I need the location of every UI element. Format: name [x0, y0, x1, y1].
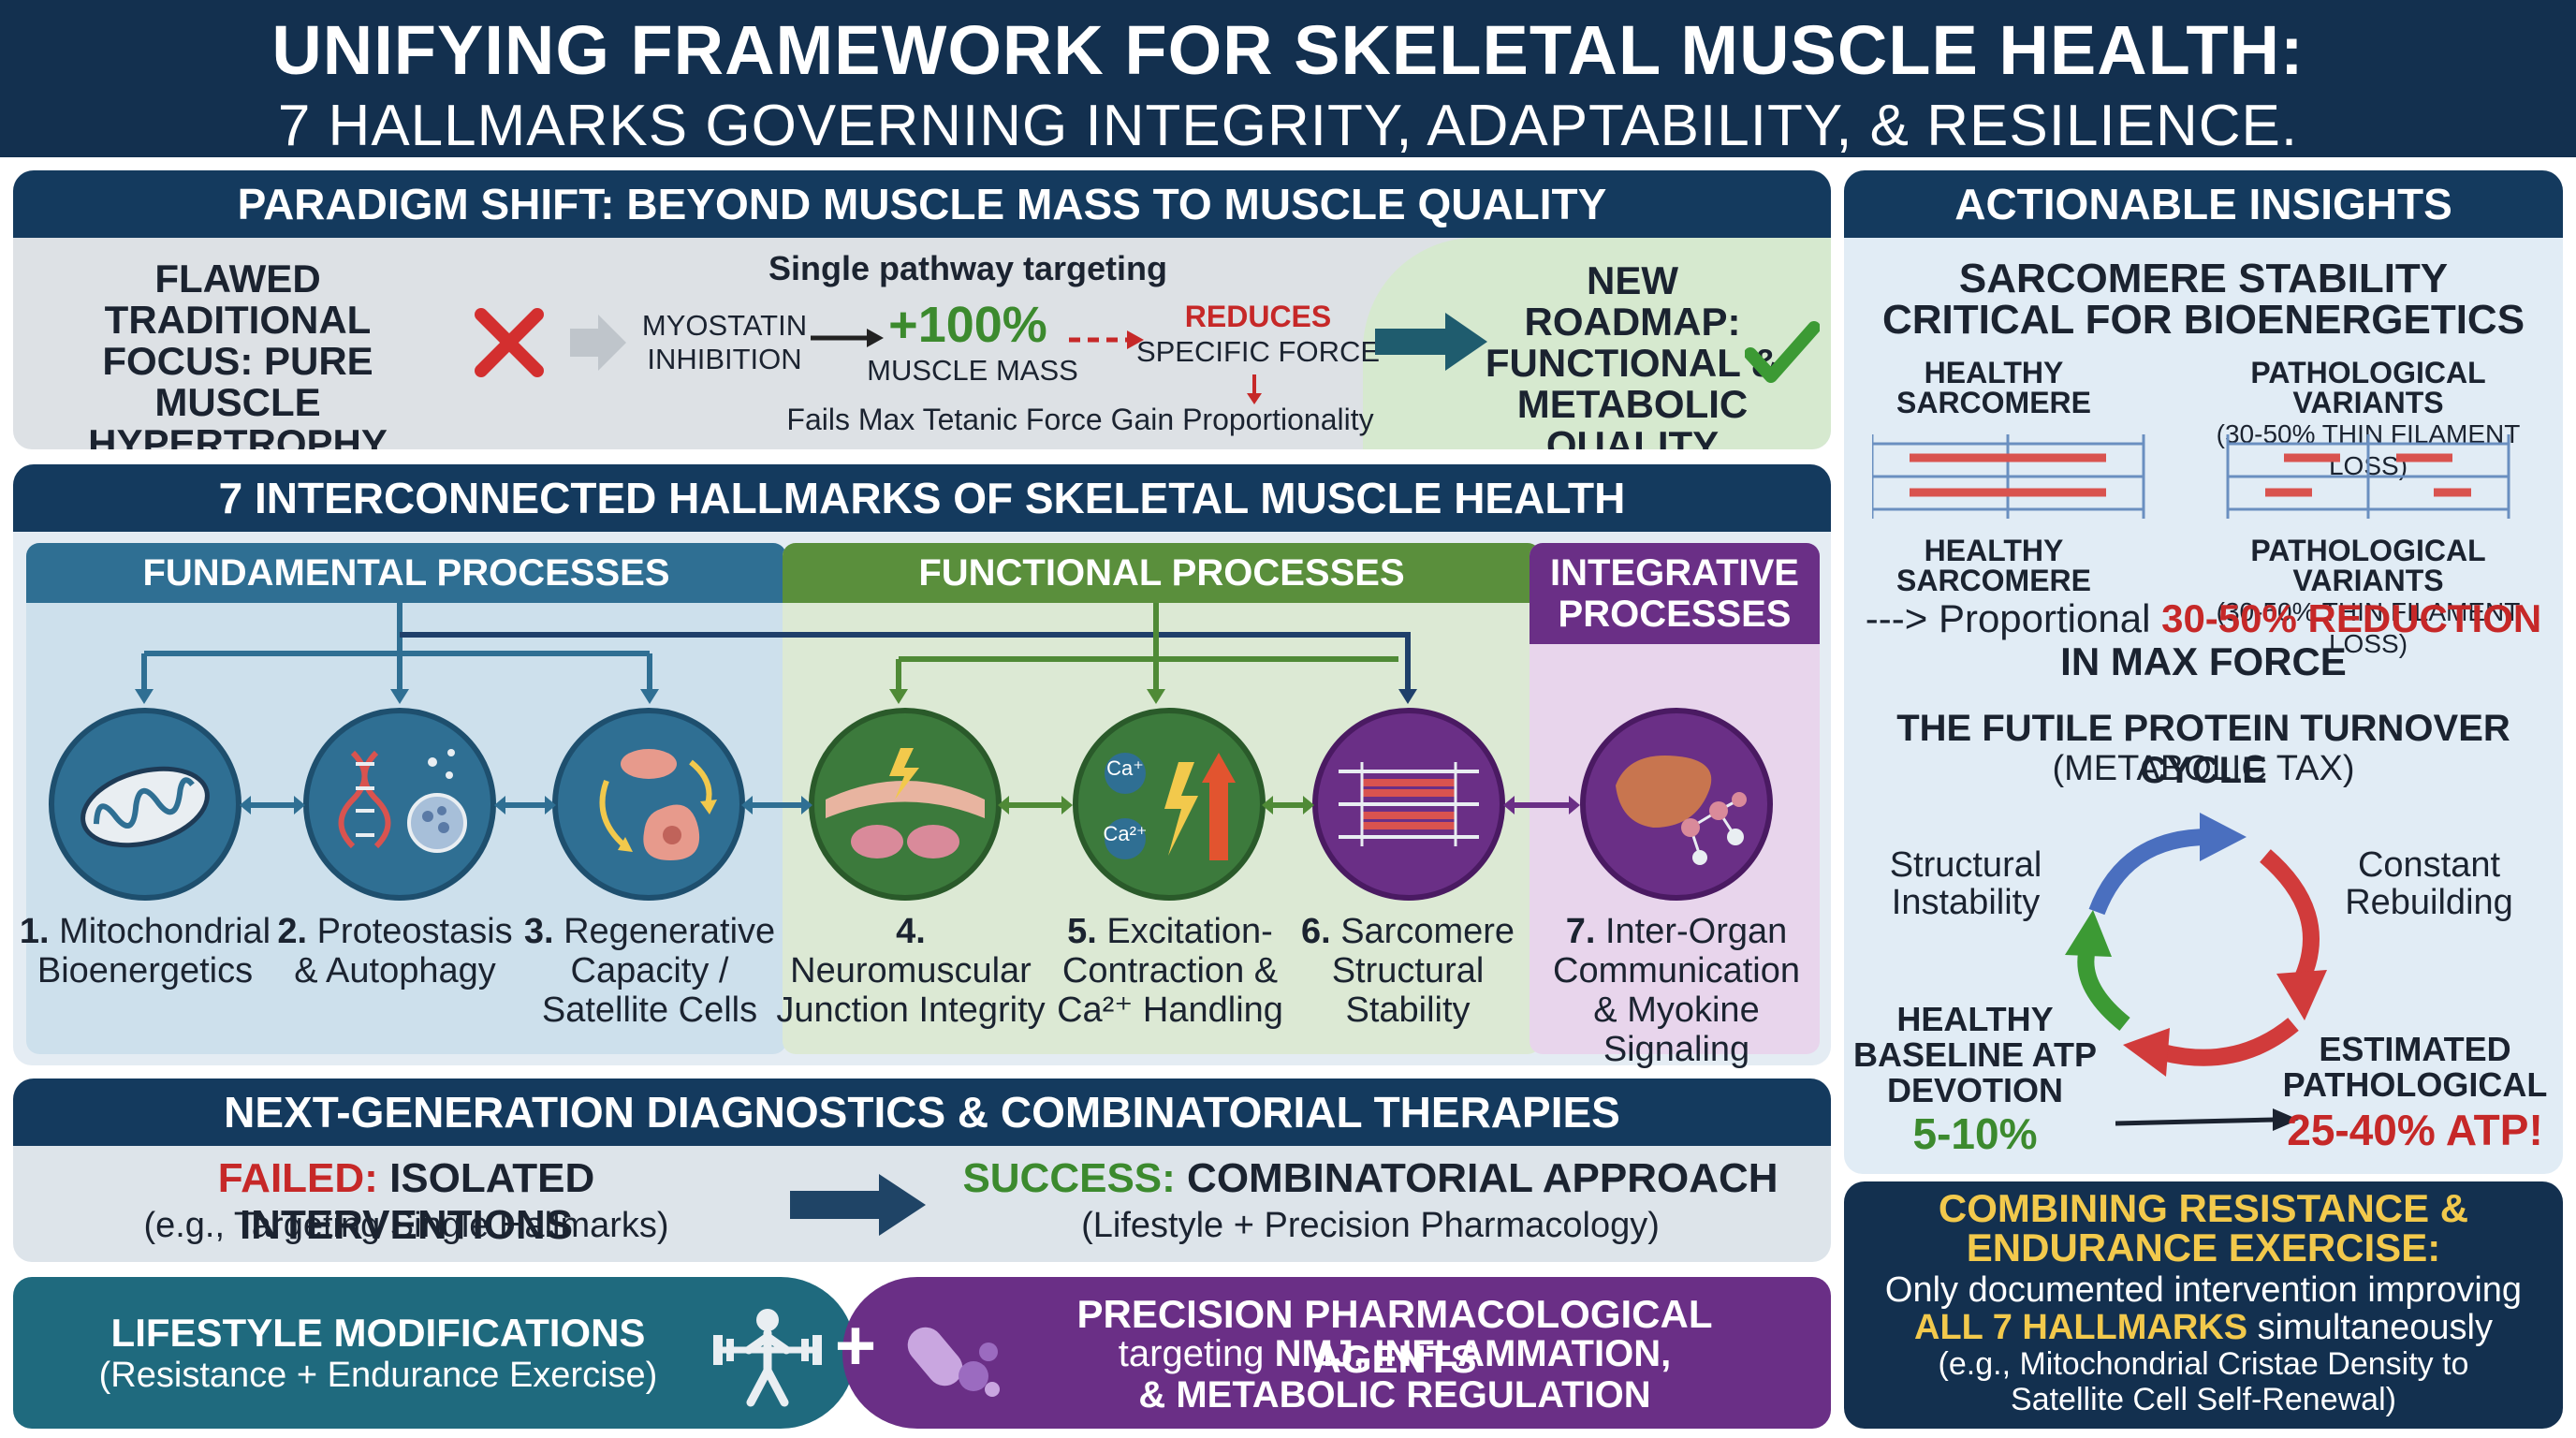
healthy-label-bottom: HEALTHY SARCOMERE	[1895, 534, 2091, 597]
hallmark-7-icon	[1578, 706, 1775, 902]
myostatin-text: MYOSTATIN INHIBITION	[641, 309, 808, 375]
fails-text: Fails Max Tetanic Force Gain Proportiona…	[786, 403, 1374, 436]
hallmark-1-label: 1. Mitochondrial Bioenergetics	[19, 912, 271, 990]
header: UNIFYING FRAMEWORK FOR SKELETAL MUSCLE H…	[0, 0, 2576, 158]
failed-approach: FAILED: ISOLATED INTERVENTIONS	[217, 1155, 595, 1248]
success-approach: SUCCESS: COMBINATORIAL APPROACH	[962, 1155, 1778, 1201]
healthy-label-top: HEALTHY SARCOMERE	[1895, 356, 2091, 419]
diagnostics-title: NEXT-GENERATION DIAGNOSTICS & COMBINATOR…	[13, 1078, 1831, 1146]
page-title: UNIFYING FRAMEWORK FOR SKELETAL MUSCLE H…	[271, 11, 2305, 89]
muscle-mass-text: MUSCLE MASS	[867, 354, 1078, 387]
x-icon	[475, 308, 544, 377]
healthy-value: 5-10%	[1912, 1109, 2038, 1158]
hallmark-4-icon	[807, 706, 1003, 902]
chevron-right-icon	[1375, 313, 1487, 371]
pharma-box: PRECISION PHARMACOLOGICAL AGENTS targeti…	[842, 1277, 1831, 1429]
healthy-baseline: HEALTHY BASELINE ATP DEVOTION	[1852, 1000, 2097, 1109]
estimated-pathological: ESTIMATED PATHOLOGICAL	[2282, 1030, 2548, 1104]
combo-line2: ALL 7 HALLMARKS simultaneously	[1914, 1308, 2493, 1347]
chevron-right-icon	[570, 315, 626, 371]
proportional-reduction: ---> Proportional 30-50% REDUCTION IN MA…	[1865, 596, 2542, 683]
sarcomere-diagram	[1872, 434, 2510, 519]
hallmark-6-label: 6. Sarcomere Structural Stability	[1300, 912, 1515, 1030]
hallmark-4-label: 4. Neuromuscular Junction Integrity	[776, 912, 1046, 1030]
plus-icon: +	[834, 1306, 877, 1386]
futile-cycle-sub: (METABOLIC TAX)	[2052, 749, 2355, 788]
hallmarks-panel: FUNDAMENTAL PROCESSES FUNCTIONAL PROCESS…	[13, 532, 1831, 1069]
combo-box: COMBINING RESISTANCE & ENDURANCE EXERCIS…	[1844, 1181, 2563, 1429]
single-pathway-text: Single pathway targeting	[768, 249, 1168, 287]
insights-panel: SARCOMERE STABILITY CRITICAL FOR BIOENER…	[1844, 238, 2563, 1174]
specific-force-text: SPECIFIC FORCE	[1135, 335, 1381, 368]
hallmark-5-icon: Ca⁺ Ca²⁺	[1071, 706, 1267, 902]
hallmarks-title: 7 INTERCONNECTED HALLMARKS OF SKELETAL M…	[13, 464, 1831, 532]
new-roadmap-text: NEW ROADMAP: FUNCTIONAL & METABOLIC QUAL…	[1485, 258, 1780, 450]
hallmark-5-label: 5. Excitation-Contraction & Ca²⁺ Handlin…	[1057, 912, 1283, 1030]
hallmark-6-icon	[1310, 706, 1507, 902]
integrative-header: INTEGRATIVE PROCESSES	[1530, 543, 1820, 644]
hallmark-3-label: 3. Regenerative Capacity / Satellite Cel…	[523, 912, 776, 1030]
lifestyle-box: LIFESTYLE MODIFICATIONS (Resistance + En…	[13, 1277, 856, 1429]
failed-sub: (e.g., Targeting Single Hallmarks)	[143, 1206, 669, 1245]
constant-rebuilding: Constant Rebuilding	[2345, 845, 2513, 922]
arrow-right-icon	[811, 329, 884, 347]
structural-instability: Structural Instability	[1889, 845, 2042, 922]
arrow-down-icon	[1247, 374, 1262, 404]
patho-label-bottom: PATHOLOGICAL VARIANTS(30-50% THIN FILAME…	[2216, 534, 2521, 658]
insights-title: ACTIONABLE INSIGHTS	[1844, 170, 2563, 238]
connector-lines	[135, 603, 1417, 704]
hallmark-3-icon	[550, 706, 747, 902]
success-sub: (Lifestyle + Precision Pharmacology)	[1081, 1206, 1660, 1245]
estimated-value: 25-40% ATP!	[2287, 1106, 2543, 1154]
sarcomere-title: SARCOMERE STABILITY CRITICAL FOR BIOENER…	[1881, 256, 2525, 343]
hallmark-7-label: 7. Inter-Organ Communication & Myokine S…	[1553, 912, 1800, 1069]
ca2-label: Ca²⁺	[1103, 822, 1148, 845]
pill-icon	[907, 1327, 1000, 1397]
fundamental-header: FUNDAMENTAL PROCESSES	[26, 543, 786, 603]
arrow-right-icon	[2115, 1108, 2299, 1131]
combo-title: COMBINING RESISTANCE & ENDURANCE EXERCIS…	[1938, 1186, 2469, 1269]
futile-cycle-title: THE FUTILE PROTEIN TURNOVER CYCLE	[1896, 708, 2510, 791]
ca-label: Ca⁺	[1106, 756, 1144, 780]
combo-line1: Only documented intervention improving	[1884, 1270, 2523, 1310]
paradigm-panel: FLAWED TRADITIONAL FOCUS: PURE MUSCLE HY…	[13, 238, 1831, 449]
combo-line3: (e.g., Mitochondrial Cristae Density to …	[1938, 1346, 2469, 1417]
functional-header: FUNCTIONAL PROCESSES	[783, 543, 1541, 603]
plus100-text: +100%	[888, 297, 1047, 353]
link-arrows	[240, 796, 1580, 814]
reduces-text: REDUCES	[1184, 300, 1332, 333]
weightlifter-icon	[713, 1309, 822, 1407]
checkmark-icon	[1745, 321, 1820, 383]
page-subtitle: 7 HALLMARKS GOVERNING INTEGRITY, ADAPTAB…	[277, 94, 2299, 158]
flawed-focus-text: FLAWED TRADITIONAL FOCUS: PURE MUSCLE HY…	[88, 257, 388, 450]
diagnostics-panel: FAILED: ISOLATED INTERVENTIONS (e.g., Ta…	[13, 1146, 1831, 1262]
arrow-right-icon	[790, 1174, 926, 1236]
dashed-arrow-icon	[1069, 330, 1144, 349]
hallmark-2-label: 2. Proteostasis & Autophagy	[277, 912, 513, 990]
pharma-title: PRECISION PHARMACOLOGICAL AGENTS	[1076, 1292, 1713, 1381]
lifestyle-sub: (Resistance + Endurance Exercise)	[98, 1356, 658, 1395]
hallmark-2-icon	[301, 706, 498, 902]
pharma-targets: targeting NMJ, INFLAMMATION, & METABOLIC…	[1118, 1333, 1672, 1416]
cycle-arrows	[2065, 813, 2327, 1077]
paradigm-title: PARADIGM SHIFT: BEYOND MUSCLE MASS TO MU…	[13, 170, 1831, 238]
lifestyle-title: LIFESTYLE MODIFICATIONS	[110, 1311, 646, 1355]
hallmark-1-icon	[47, 706, 243, 902]
